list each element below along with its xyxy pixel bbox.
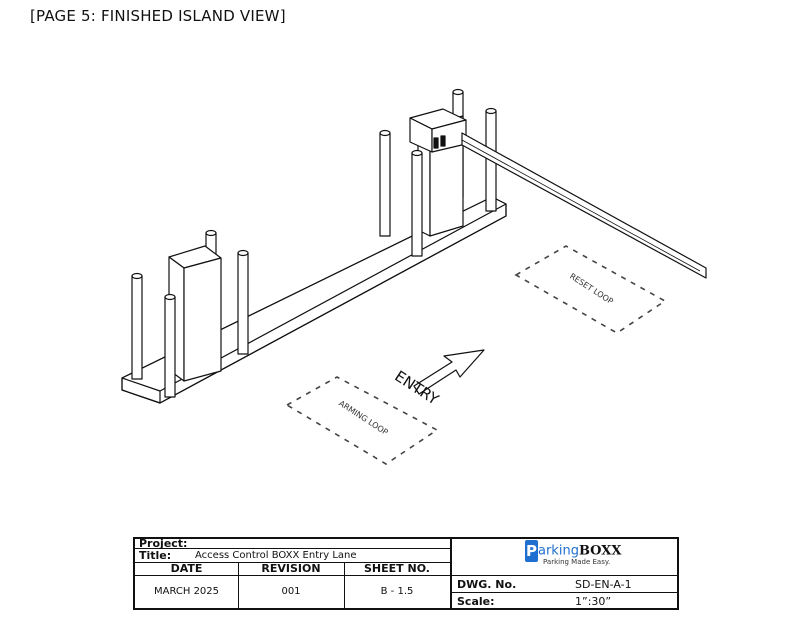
page-title: [PAGE 5: FINISHED ISLAND VIEW] <box>30 7 286 25</box>
island-drawing: ARMING LOOP RESET LOOP ENTRY <box>121 88 707 465</box>
gate-arm <box>461 132 707 279</box>
dwg-label: DWG. No. <box>457 578 517 591</box>
bollard <box>164 293 176 398</box>
dwg-value: SD-EN-A-1 <box>575 578 632 591</box>
entry-arrow <box>413 349 485 395</box>
revision-header: REVISION <box>261 562 321 575</box>
bollard <box>379 129 391 237</box>
sheet-header: SHEET NO. <box>364 562 430 575</box>
bollard <box>131 272 143 380</box>
bollard <box>237 249 249 355</box>
sheet-value: B - 1.5 <box>380 586 414 597</box>
project-label: Project: <box>139 537 188 550</box>
ticket-kiosk <box>168 245 222 382</box>
revision-value: 001 <box>281 586 301 597</box>
scale-value: 1”:30” <box>575 595 612 608</box>
reset-loop-label: RESET LOOP <box>568 272 615 307</box>
company-logo: ParkingBOXX Parking Made Easy. <box>525 540 635 566</box>
logo-word-boxx: BOXX <box>578 543 622 559</box>
title-value: Access Control BOXX Entry Lane <box>195 550 357 561</box>
bollard <box>411 149 423 257</box>
logo-tagline: Parking Made Easy. <box>543 558 611 566</box>
scale-label: Scale: <box>457 595 495 608</box>
title-label: Title: <box>139 549 172 562</box>
date-header: DATE <box>170 562 203 575</box>
reset-loop <box>514 245 667 334</box>
arming-loop-label: ARMING LOOP <box>337 399 390 437</box>
title-block: Project: Title: Access Control BOXX Entr… <box>133 537 679 610</box>
logo-mark-icon: P <box>525 540 538 562</box>
date-value: MARCH 2025 <box>153 586 220 597</box>
logo-word: arking <box>538 543 579 559</box>
